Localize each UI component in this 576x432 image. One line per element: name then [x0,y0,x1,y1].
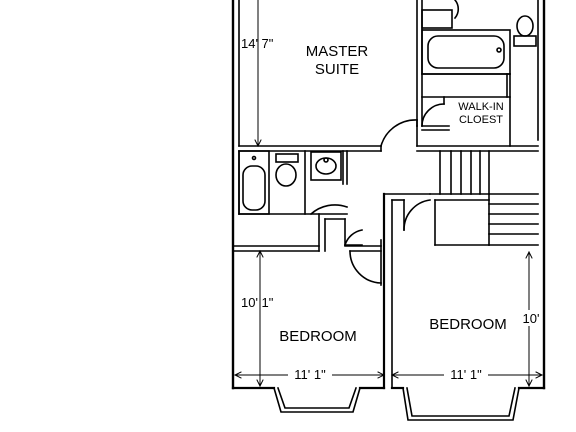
dim-master-height [254,0,262,148]
dim-left-bedroom-height [256,249,264,388]
toilet-master [513,15,537,47]
hall-bath-door [309,204,349,216]
bay-window-right [402,387,520,421]
toilet-hall [275,153,299,187]
master-suite-label-line2: SUITE [315,61,359,78]
walk-in-closet-label-line2: CLOEST [459,114,503,126]
left-bedroom-height-dimension: 10' 1" [241,295,274,310]
walk-in-closet-label-line1: WALK-IN [458,101,503,113]
sink-hall [310,151,342,181]
bedroom-left-label: BEDROOM [279,328,357,345]
left-bedroom-walls [232,213,382,286]
master-height-dimension: 14' 7" [241,36,274,51]
bedroom-right-label: BEDROOM [429,316,507,333]
master-suite-walls [238,0,539,152]
exterior-walls [231,0,546,390]
left-bedroom-width-dimension: 11' 1" [294,367,326,382]
bathtub-hall [238,150,270,215]
right-bedroom-width-dimension: 11' 1" [450,367,482,382]
walk-in-closet-door [421,96,450,131]
master-suite-label-line1: MASTER [306,43,369,60]
bay-window-left [273,386,361,413]
vanity-master [421,0,460,29]
hallway-walls [383,193,490,246]
right-bedroom-height-dimension: 10' [523,311,540,326]
stairwell [429,150,539,246]
master-entry-door [380,119,418,152]
bathtub-master [421,29,511,75]
